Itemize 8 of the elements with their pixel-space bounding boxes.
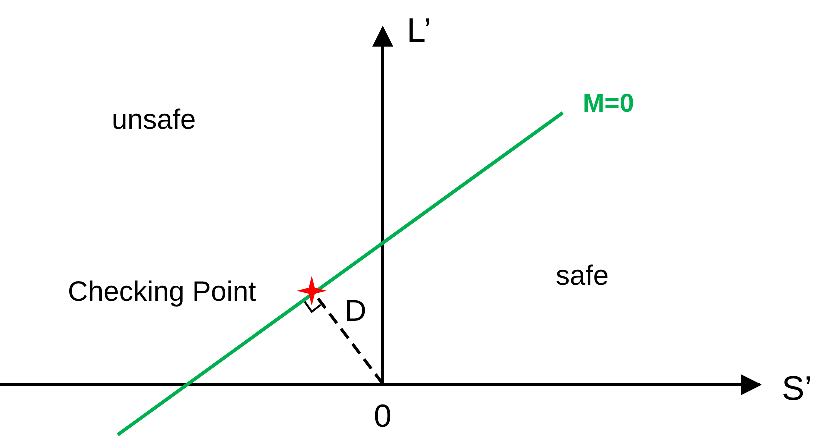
region-label: safe xyxy=(556,262,609,290)
region-label: unsafe xyxy=(112,106,196,134)
axis-label: L’ xyxy=(407,14,432,48)
distance-label: D xyxy=(345,297,367,327)
axis-label: S’ xyxy=(782,372,812,406)
point-label: Checking Point xyxy=(68,278,256,306)
line-label: M=0 xyxy=(583,90,634,116)
origin-label: 0 xyxy=(374,400,392,432)
